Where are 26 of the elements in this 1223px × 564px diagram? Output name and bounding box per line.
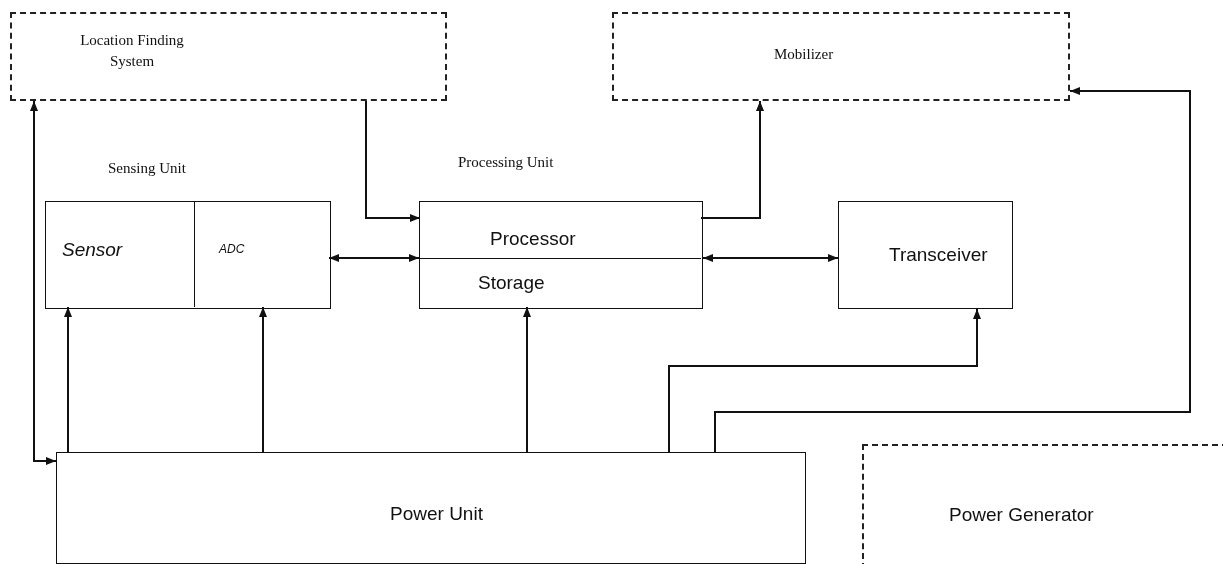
dashed-component-box	[612, 12, 1070, 101]
arrow	[700, 100, 764, 219]
arrow	[523, 306, 531, 453]
unit-heading: Processing Unit	[458, 154, 554, 171]
component-label: Power Generator	[949, 504, 1094, 526]
dashed-component-box	[862, 444, 1223, 564]
unit-heading: Sensing Unit	[108, 160, 186, 177]
component-box	[838, 201, 1013, 309]
arrow	[365, 100, 421, 222]
arrow	[64, 306, 72, 453]
dashed-component-box	[10, 12, 447, 101]
component-label: Mobilizer	[774, 46, 834, 63]
arrow	[702, 254, 839, 262]
component-label: Location Finding System	[79, 31, 185, 71]
component-label: Sensor	[62, 239, 123, 261]
arrow	[714, 87, 1191, 453]
arrow	[328, 254, 420, 262]
arrow	[668, 308, 981, 453]
component-label: Transceiver	[889, 244, 988, 266]
component-label: Processor	[490, 228, 576, 250]
component-label: Power Unit	[390, 503, 483, 525]
arrow	[30, 100, 57, 465]
arrow	[259, 306, 267, 453]
component-label: Storage	[478, 272, 545, 294]
component-box	[56, 452, 806, 564]
component-label: ADC	[219, 242, 245, 256]
